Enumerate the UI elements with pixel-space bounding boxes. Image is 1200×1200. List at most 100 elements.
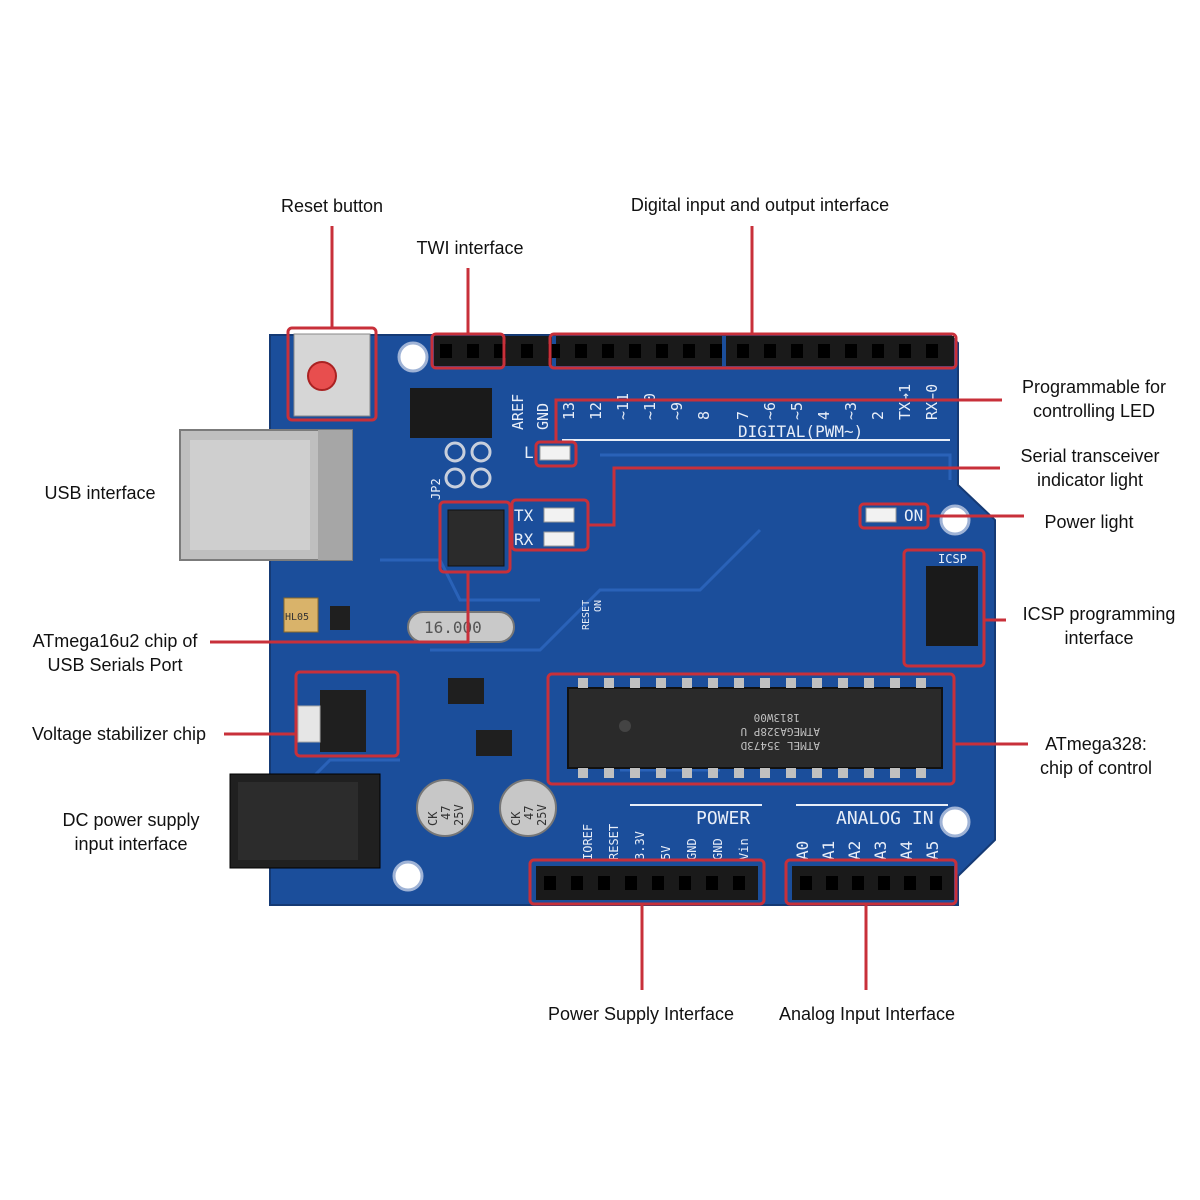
power-pin-label: 3.3V [633,831,647,860]
label-dc-power: DC power supply input interface [46,808,216,856]
label-analog-input-interface: Analog Input Interface [778,1004,956,1024]
header-pin-hole [656,344,668,358]
tx-led [543,507,575,523]
label-atmega328-line1: ATmega328: [1045,734,1147,754]
digital-pin-label: 7 [734,411,752,420]
label-atmega328-line2: chip of control [1039,758,1153,778]
power-label: POWER [696,808,750,829]
chip-pin [864,678,874,688]
label-atmega328: ATmega328: chip of control [1024,732,1168,780]
analog-pin-label: A5 [923,841,942,860]
cap2-line3: 25V [535,804,549,826]
highlight-icsp [902,548,986,668]
header-pin-hole [571,876,583,890]
digital-pin-label: TX→1 [896,384,914,420]
jp2-pads [444,441,492,489]
chip-pin [682,768,692,778]
label-usb-interface: USB interface [44,483,156,503]
header-pin-hole [625,876,637,890]
highlight-analog [784,858,958,906]
chip-line-1: ATMEL 35473D [741,739,820,752]
header-pin-hole [602,344,614,358]
chip-pin [812,768,822,778]
mounting-hole [392,860,424,892]
icsp-label: ICSP [938,552,967,566]
label-atmega16u2: ATmega16u2 chip of USB Serials Port [18,629,212,677]
analog-header [792,866,954,900]
header-pin-hole [845,344,857,358]
chip-pin [838,768,848,778]
header-pin-hole [467,344,479,358]
l-led-label: L [524,443,534,462]
chip-pin [630,768,640,778]
header-pin-hole [818,344,830,358]
header-pin-hole [521,344,533,358]
chip-pin [708,678,718,688]
atmega16u2-chip [447,509,505,567]
chip-pin [760,678,770,688]
gnd-label: GND [534,403,552,430]
capacitor [499,779,557,837]
icsp-16u2-header [410,388,492,438]
label-programmable-led-line1: Programmable for [1021,377,1167,397]
power-pin-label: GND [711,838,725,860]
header-pin-hole [800,876,812,890]
label-icsp: ICSP programming interface [1010,602,1188,650]
chip-pin [786,768,796,778]
header-pin-hole [679,876,691,890]
analog-label: ANALOG IN [836,808,934,829]
chip-pin [734,768,744,778]
power-pin-label: RESET [607,824,621,860]
on-led [865,507,897,523]
header-pin-hole [737,344,749,358]
header-pin-hole [764,344,776,358]
label-serial-indicator-line2: indicator light [1036,470,1144,490]
power-pin-label: GND [685,838,699,860]
digital-pin-label: 13 [560,402,578,420]
header-pin-hole [683,344,695,358]
label-power-light: Power light [1044,512,1134,532]
analog-pin-label: A0 [793,841,812,860]
label-reset-button: Reset button [280,196,384,216]
smd-chip [476,730,512,756]
digital-pin-label: ~10 [641,393,659,420]
cap2-line2: 47 [522,806,536,820]
power-pin-label: Vin [737,838,751,860]
reset-small-label: RESET [581,600,592,630]
digital-pin-label: ~6 [761,402,779,420]
chip-pin [656,678,666,688]
chip-pin [578,678,588,688]
fuse-label: HL05 [285,612,309,623]
label-power-supply-interface: Power Supply Interface [547,1004,735,1024]
pcb-traces [298,453,952,792]
rx-led [543,531,575,547]
chip-pin [812,678,822,688]
chip-pin [864,768,874,778]
header-pin-hole [652,876,664,890]
cap2-line1: CK [509,811,523,826]
chip-pin [578,768,588,778]
reset-button-cap [307,361,337,391]
tx-label: TX [514,506,534,525]
on-small-label: ON [593,600,604,612]
header-pin-hole [710,344,722,358]
header-pin-hole [930,876,942,890]
crystal-label: 16.000 [424,618,482,637]
header-pin-hole [926,344,938,358]
chip-pin [604,768,614,778]
power-pin-label: IOREF [581,824,595,860]
chip-pin [630,678,640,688]
header-pin-hole [706,876,718,890]
analog-pin-label: A2 [845,841,864,860]
voltage-regulator [320,690,366,752]
header-pin-hole [878,876,890,890]
smd-chip [448,678,484,704]
digital-pin-label: 2 [869,411,887,420]
digital-pwm-label: DIGITAL(PWM~) [738,422,863,441]
chip-line-3: 1813W00 [754,711,800,724]
label-dc-power-line1: DC power supply [62,810,200,830]
leader-lines [210,226,1028,990]
label-serial-indicator: Serial transceiver indicator light [1004,444,1176,492]
chip-pin [708,768,718,778]
